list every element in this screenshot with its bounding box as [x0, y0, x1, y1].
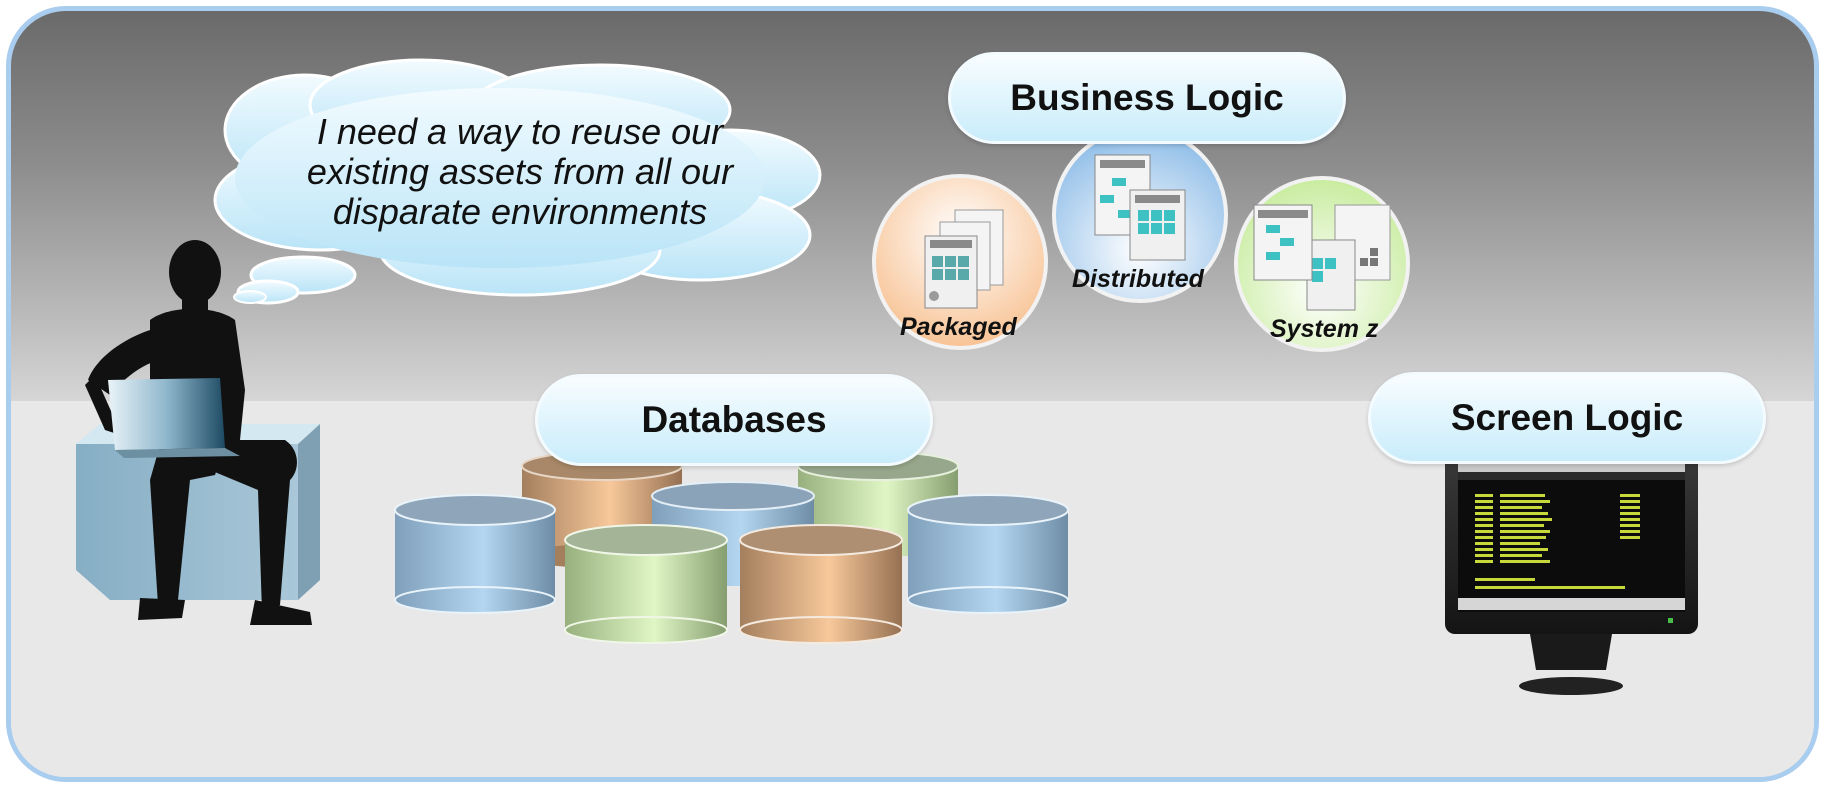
systemz-doc-icon: [1253, 204, 1391, 311]
systemz-label: System z: [1270, 315, 1379, 343]
person-silhouette: [85, 240, 312, 625]
systemz-circle: [1234, 176, 1410, 352]
packaged-circle: [872, 174, 1048, 350]
packaged-label: Packaged: [900, 313, 1017, 341]
distributed-label: Distributed: [1072, 265, 1204, 293]
database-cylinders: [394, 451, 1069, 644]
distributed-circle: [1052, 127, 1228, 303]
screen-logic-label: Screen Logic: [1368, 372, 1766, 464]
db-blue-right: [907, 494, 1069, 614]
thought-line-3: disparate environments: [332, 191, 708, 232]
thought-cloud: [213, 58, 822, 305]
distributed-doc-icon: [1094, 154, 1186, 261]
laptop: [108, 378, 240, 458]
monitor: [1445, 452, 1698, 695]
thought-line-1: I need a way to reuse our: [316, 111, 724, 152]
thought-line-2: existing assets from all our: [306, 151, 734, 192]
db-green-front: [564, 524, 728, 644]
db-tan-front: [739, 524, 903, 644]
business-logic-label: Business Logic: [948, 52, 1346, 144]
db-blue-left: [394, 494, 556, 614]
packaged-doc-icon: [924, 209, 1004, 309]
databases-label: Databases: [535, 374, 933, 466]
thought-text: I need a way to reuse our existing asset…: [280, 112, 760, 232]
